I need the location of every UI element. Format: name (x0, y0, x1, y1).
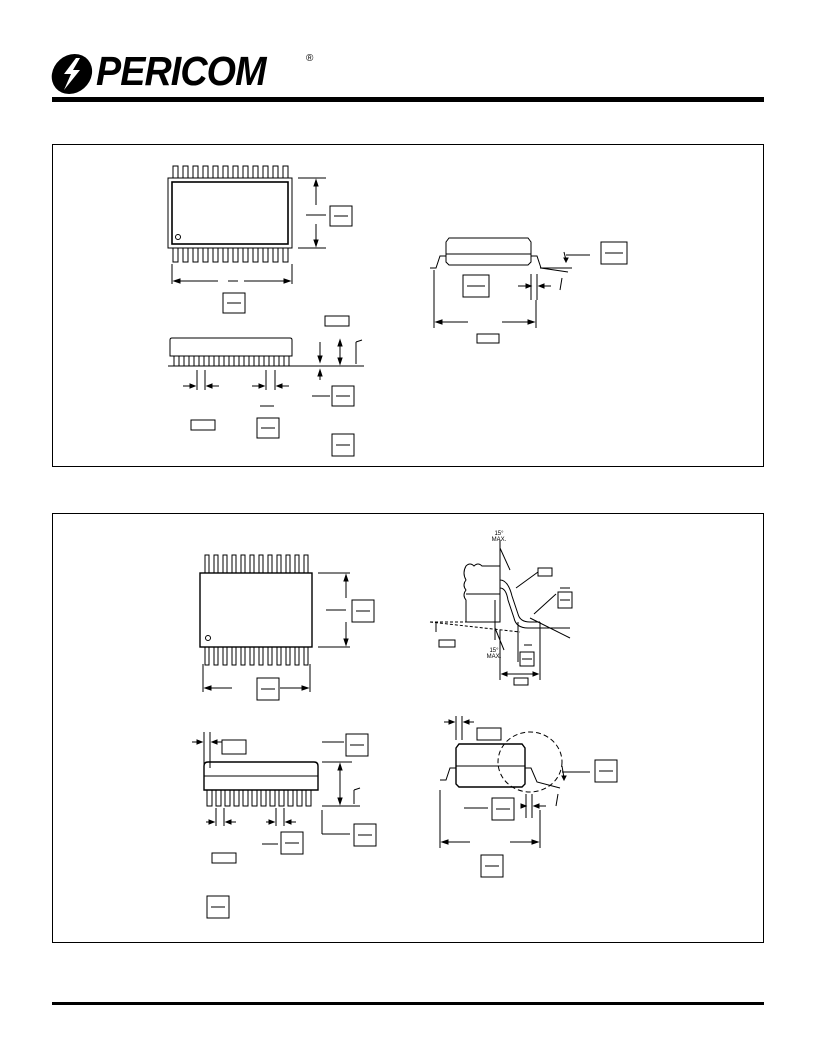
p2-side-lead (278, 789, 285, 807)
p2-top-lead (222, 554, 228, 574)
p2-bottom-lead (285, 646, 291, 666)
p2-bottom-lead (267, 646, 273, 666)
p1-top-lead (262, 165, 269, 179)
p2-side-lead (305, 789, 312, 807)
p2-side-lead (251, 789, 258, 807)
p2-bottom-lead (204, 646, 210, 666)
p1-bottom-lead (242, 247, 249, 263)
p1-side-lead (253, 355, 260, 367)
p1-side-view (168, 315, 364, 457)
p2-bottom-lead (258, 646, 264, 666)
p1-top-lead (212, 165, 219, 179)
p1-bottom-lead (232, 247, 239, 263)
angle-label-top-max: MAX. (491, 537, 507, 543)
p1-side-lead (173, 355, 180, 367)
p1-top-lead (192, 165, 199, 179)
package-drawing-panel-2 (52, 513, 764, 943)
p2-top-lead (249, 554, 255, 574)
p1-side-lead (243, 355, 250, 367)
p2-top-lead (240, 554, 246, 574)
p1-top-lead (282, 165, 289, 179)
p1-side-lead (213, 355, 220, 367)
p1-end-view (430, 237, 628, 344)
p2-top-lead (204, 554, 210, 574)
p2-side-lead (269, 789, 276, 807)
p1-bottom-lead (172, 247, 179, 263)
p2-bottom-lead (222, 646, 228, 666)
p2-top-lead (303, 554, 309, 574)
p1-top-view (167, 165, 353, 314)
p1-side-lead (203, 355, 210, 367)
p2-side-lead (224, 789, 231, 807)
p2-side-lead (260, 789, 267, 807)
p1-top-lead (242, 165, 249, 179)
p2-side-view (192, 732, 377, 919)
header-rule (52, 97, 764, 102)
p1-bottom-lead (262, 247, 269, 263)
p1-side-lead (183, 355, 190, 367)
p1-side-lead (223, 355, 230, 367)
p2-end-view (439, 716, 618, 878)
p2-bottom-lead (294, 646, 300, 666)
footer-rule (52, 1002, 764, 1005)
p1-top-lead (182, 165, 189, 179)
p2-top-lead (285, 554, 291, 574)
p1-bottom-lead (252, 247, 259, 263)
p1-top-lead (252, 165, 259, 179)
p1-top-lead (272, 165, 279, 179)
p2-side-lead (287, 789, 294, 807)
angle-label-bottom-max: MAX. (486, 654, 502, 660)
p2-top-lead (276, 554, 282, 574)
p1-bottom-lead (202, 247, 209, 263)
pericom-logo: PERICOM ® (50, 48, 320, 96)
p1-top-lead (222, 165, 229, 179)
p1-side-lead (233, 355, 240, 367)
p2-bottom-lead (249, 646, 255, 666)
p2-top-lead (213, 554, 219, 574)
p1-side-lead (193, 355, 200, 367)
p2-side-lead (242, 789, 249, 807)
registered-mark: ® (306, 53, 314, 64)
p2-top-view (199, 554, 375, 701)
p1-bottom-lead (182, 247, 189, 263)
p2-top-lead (294, 554, 300, 574)
p1-bottom-lead (192, 247, 199, 263)
p2-side-lead (296, 789, 303, 807)
p1-side-lead (283, 355, 290, 367)
p1-bottom-lead (212, 247, 219, 263)
p2-top-lead (267, 554, 273, 574)
p1-top-lead (172, 165, 179, 179)
p2-bottom-lead (213, 646, 219, 666)
pericom-logo-mark-icon (51, 54, 93, 94)
p2-lead-detail (429, 540, 573, 686)
angle-label-top: 15° (494, 531, 504, 537)
angle-label-bottom: 15° (489, 648, 499, 654)
p2-side-lead (233, 789, 240, 807)
p1-bottom-lead (272, 247, 279, 263)
p1-top-lead (202, 165, 209, 179)
p1-top-lead (232, 165, 239, 179)
package-drawing-panel-1 (52, 144, 764, 467)
p2-side-lead (215, 789, 222, 807)
p2-bottom-lead (276, 646, 282, 666)
p2-top-lead (231, 554, 237, 574)
p2-bottom-lead (303, 646, 309, 666)
p1-side-lead (273, 355, 280, 367)
logo-wordmark: PERICOM (96, 48, 267, 94)
p1-side-lead (263, 355, 270, 367)
p2-side-lead (206, 789, 213, 807)
p2-top-lead (258, 554, 264, 574)
p1-bottom-lead (222, 247, 229, 263)
p2-bottom-lead (240, 646, 246, 666)
p2-bottom-lead (231, 646, 237, 666)
p1-bottom-lead (282, 247, 289, 263)
